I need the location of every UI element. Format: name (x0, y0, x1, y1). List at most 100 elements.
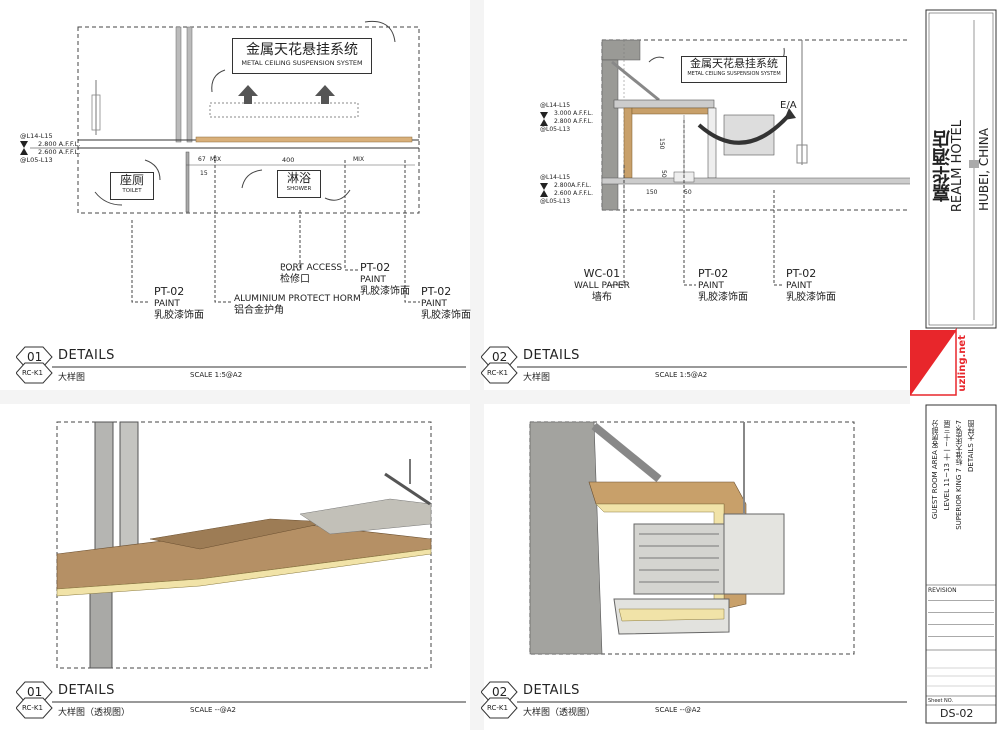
level-mid2: 2.600 A.F.F.L. (38, 148, 81, 156)
level-label: LEVEL 11~13 十一~十三层 (943, 420, 951, 511)
panel-divider-vertical (470, 0, 484, 730)
detail-04-number: 02 (492, 685, 508, 699)
banner-cn: 金属天花悬挂系统 (690, 57, 778, 70)
callout-en: PORT ACCESS (280, 263, 343, 273)
callout-wc01: WC-01 WALL PAPER 墙布 (574, 268, 630, 304)
detail-04-scale: SCALE --@A2 (655, 706, 701, 714)
detail-02-subtitle: 大样图 (523, 373, 551, 383)
detail-04-ref: RC-K1 (487, 704, 508, 712)
callout-cn: 检修口 (280, 274, 310, 285)
sheet-number: DS-02 (940, 707, 974, 720)
detail-04-subtitle: 大样图（透视图） (523, 708, 596, 718)
callout-cn: 乳胶漆饰面 (698, 292, 748, 303)
details-label: DETAILS 大样图 (967, 420, 975, 472)
level-top: @L14-L15 (540, 102, 571, 109)
detail-02-number: 02 (492, 350, 508, 364)
detail-01-titlebar (16, 346, 466, 384)
room-toilet-cn: 座厕 (119, 173, 144, 187)
callout-cn: 乳胶漆饰面 (421, 310, 471, 321)
level-2: 2.600 A.F.F.L. (554, 190, 594, 197)
detail-02-drawing (540, 39, 910, 286)
detail-02-titlebar (481, 346, 907, 384)
room-toilet-label: 座厕 TOILET (110, 172, 154, 200)
panel-divider-horizontal (0, 390, 910, 404)
detail-01-scale: SCALE 1:5@A2 (190, 371, 243, 379)
callout-pt02-d: PT-02 PAINT 乳胶漆饰面 (698, 268, 748, 304)
dim-mix2: MIX (353, 156, 365, 163)
detail-04-titlebar (481, 681, 907, 719)
logo-text: uzling.net (957, 335, 968, 392)
dim-150b: 150 (646, 189, 658, 196)
dim-50b: 50 (684, 189, 692, 196)
room-shower-label: 淋浴 SHOWER (277, 170, 321, 198)
detail-03-scale: SCALE --@A2 (190, 706, 236, 714)
detail-03-perspective (56, 421, 432, 669)
dim-15: 15 (200, 170, 208, 177)
level-1: 2.800A.F.F.L. (554, 182, 592, 189)
callout-code: PT-02 (786, 267, 817, 280)
detail-01-level: @L14-L15 2.800 A.F.F.L. 2.600 A.F.F.L. @… (20, 132, 80, 164)
revision-label: REVISION (928, 587, 957, 594)
callout-code: WC-01 (583, 267, 621, 280)
dim-400: 400 (282, 156, 295, 164)
level-bot: @L05-L13 (540, 126, 571, 133)
callout-code: PT-02 (698, 267, 729, 280)
callout-en: PAINT (698, 281, 724, 291)
level-1: 3.000 A.F.F.L. (554, 110, 594, 117)
area-label: GUEST ROOM AREA 客房部分 (931, 420, 939, 520)
detail-01-subtitle: 大样图 (58, 373, 86, 383)
level-bot: @L05-L13 (540, 198, 571, 205)
callout-pt02-c: PT-02 PAINT 乳胶漆饰面 (421, 286, 471, 322)
dim-150a: 150 (658, 138, 665, 150)
detail-02-title: DETAILS (523, 348, 580, 363)
detail-03-ref: RC-K1 (22, 704, 43, 712)
level-bot: @L05-L13 (20, 156, 53, 164)
callout-code: PT-02 (421, 285, 452, 298)
detail-01-banner: 金属天花悬挂系统 METAL CEILING SUSPENSION SYSTEM (232, 38, 372, 74)
level-top: @L14-L15 (540, 174, 571, 181)
callout-en: PAINT (786, 281, 812, 291)
detail-01-ref: RC-K1 (22, 369, 43, 377)
detail-01-drawing (20, 20, 420, 303)
banner-cn: 金属天花悬挂系统 (246, 42, 358, 58)
detail-02-scale: SCALE 1:5@A2 (655, 371, 708, 379)
callout-en: PAINT (154, 299, 180, 309)
detail-frame (77, 26, 420, 214)
detail-frame (601, 39, 910, 211)
detail-03-subtitle: 大样图（透视图） (58, 708, 131, 718)
detail-02-banner: 金属天花悬挂系统 METAL CEILING SUSPENSION SYSTEM (681, 56, 787, 83)
callout-en: PAINT (360, 275, 386, 285)
callout-cn: 乳胶漆饰面 (786, 292, 836, 303)
detail-03-titlebar (16, 681, 466, 719)
callout-pt02-e: PT-02 PAINT 乳胶漆饰面 (786, 268, 836, 304)
callout-pt02-a: PT-02 PAINT 乳胶漆饰面 (154, 286, 204, 322)
callout-port-access: PORT ACCESS 检修口 (280, 262, 342, 286)
callout-en: WALL PAPER (574, 281, 630, 291)
detail-04-perspective (529, 421, 855, 655)
ea-label: E/A (780, 100, 797, 111)
sheet-no-label: Sheet NO. (928, 698, 954, 704)
hotel-name-en: REALM HOTEL (950, 120, 965, 213)
callout-pt02-b: PT-02 PAINT 乳胶漆饰面 (360, 262, 410, 298)
room-shower-en: SHOWER (286, 186, 312, 192)
detail-04-title: DETAILS (523, 683, 580, 698)
banner-en: METAL CEILING SUSPENSION SYSTEM (241, 59, 363, 67)
callout-cn: 乳胶漆饰面 (360, 286, 410, 297)
level-mid1: 2.800 A.F.F.L. (38, 140, 81, 148)
callout-en: PAINT (421, 299, 447, 309)
detail-03-number: 01 (27, 685, 43, 699)
callout-en: ALUMINIUM PROTECT HORM (234, 294, 361, 304)
room-toilet-en: TOILET (122, 188, 142, 194)
callout-cn: 墙布 (591, 292, 612, 303)
callout-code: PT-02 (360, 261, 391, 274)
dim-mix1: MIX (210, 156, 222, 163)
dim-50a: 50 (660, 170, 667, 178)
detail-03-title: DETAILS (58, 683, 115, 698)
room-shower-cn: 淋浴 (286, 171, 311, 185)
banner-en: METAL CEILING SUSPENSION SYSTEM (687, 71, 781, 77)
callout-cn: 铝合金护角 (234, 305, 284, 316)
detail-02-ref: RC-K1 (487, 369, 508, 377)
room-label: SUPERIOR KING 7 标准大床房K-7 (955, 420, 963, 530)
level-2: 2.800 A.F.F.L. (554, 118, 594, 125)
detail-01-title: DETAILS (58, 348, 115, 363)
